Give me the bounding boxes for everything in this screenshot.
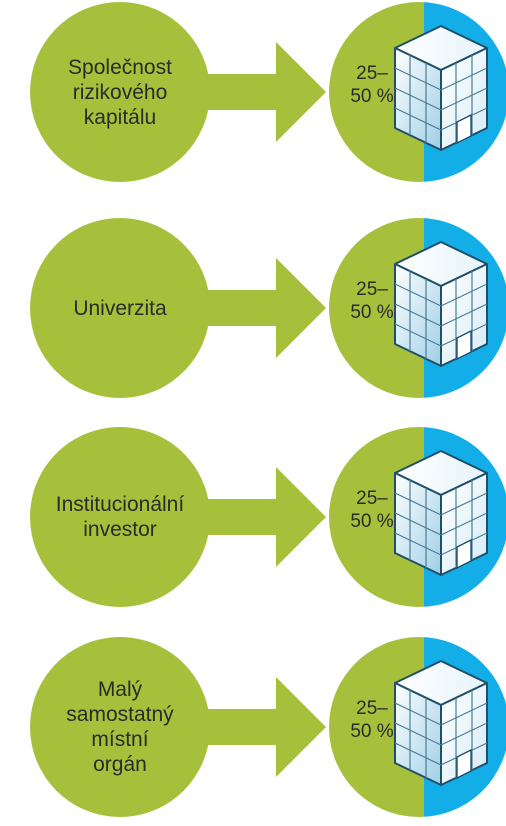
investor-label: Společnost rizikového kapitálu xyxy=(68,55,172,129)
investor-circle: Institucionální investor xyxy=(30,427,210,607)
company-circle: 25– 50 % xyxy=(329,637,506,817)
investment-row: Institucionální investor 25– 50 % xyxy=(0,427,506,607)
ownership-share-label: 25– 50 % xyxy=(350,279,394,323)
company-circle: 25– 50 % xyxy=(329,427,506,607)
investment-row: Malý samostatný místní orgán 25– 50 % xyxy=(0,637,506,817)
building-icon xyxy=(394,660,488,786)
building-icon xyxy=(394,241,488,367)
arrow-right-icon xyxy=(196,42,326,142)
company-circle: 25– 50 % xyxy=(329,218,506,398)
ownership-share-label: 25– 50 % xyxy=(350,488,394,532)
arrow-right-icon xyxy=(196,677,326,777)
investor-circle: Univerzita xyxy=(30,218,210,398)
investment-row: Univerzita 25– 50 % xyxy=(0,218,506,398)
investment-row: Společnost rizikového kapitálu 25– 50 % xyxy=(0,2,506,182)
investor-circle: Společnost rizikového kapitálu xyxy=(30,2,210,182)
building-icon xyxy=(394,450,488,576)
ownership-share-label: 25– 50 % xyxy=(350,698,394,742)
ownership-share-label: 25– 50 % xyxy=(350,63,394,107)
investor-circle: Malý samostatný místní orgán xyxy=(30,637,210,817)
investor-label: Univerzita xyxy=(73,296,167,320)
arrow-right-icon xyxy=(196,258,326,358)
investor-label: Malý samostatný místní orgán xyxy=(66,678,174,776)
building-icon xyxy=(394,25,488,151)
arrow-right-icon xyxy=(196,467,326,567)
investor-label: Institucionální investor xyxy=(55,493,185,541)
company-circle: 25– 50 % xyxy=(329,2,506,182)
